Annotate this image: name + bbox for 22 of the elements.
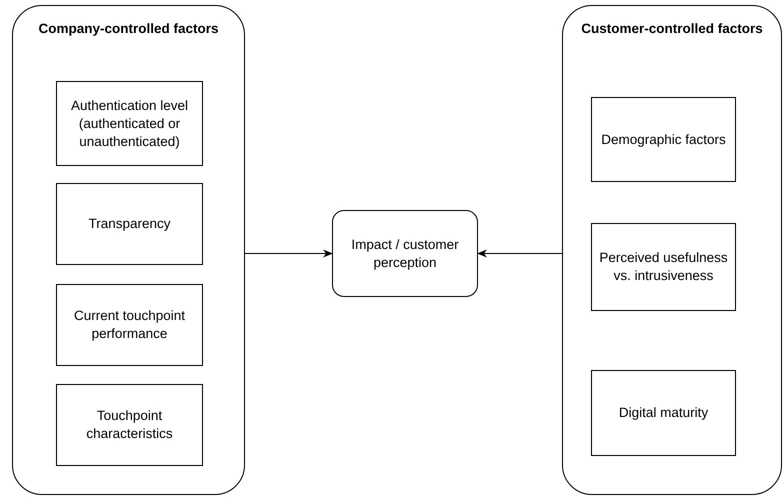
group-container: [562, 5, 782, 495]
factor-box: [56, 384, 203, 466]
box-label: Transparency: [88, 215, 171, 233]
factor-box: [56, 284, 203, 366]
box-label: Touchpoint characteristics: [85, 407, 174, 443]
factor-box: [56, 183, 203, 265]
factor-box: [591, 223, 736, 311]
box-label: Authentication level (authenticated or unauthenticated): [70, 96, 190, 150]
factor-box: [591, 97, 736, 182]
arrow: [244, 250, 333, 258]
group-heading: Company-controlled factors: [38, 20, 219, 38]
group-container: [12, 5, 245, 495]
factor-box: [591, 370, 736, 456]
arrow: [477, 250, 562, 258]
box-label: Impact / customer perception: [350, 236, 460, 272]
box-label: Digital maturity: [618, 404, 708, 422]
box-label: Perceived usefulness vs. intrusiveness: [598, 249, 729, 285]
factor-box: [56, 81, 203, 166]
factor-box: [332, 210, 478, 297]
box-label: Current touchpoint performance: [72, 307, 186, 343]
group-heading: Customer-controlled factors: [581, 20, 763, 38]
box-label: Demographic factors: [601, 130, 726, 148]
